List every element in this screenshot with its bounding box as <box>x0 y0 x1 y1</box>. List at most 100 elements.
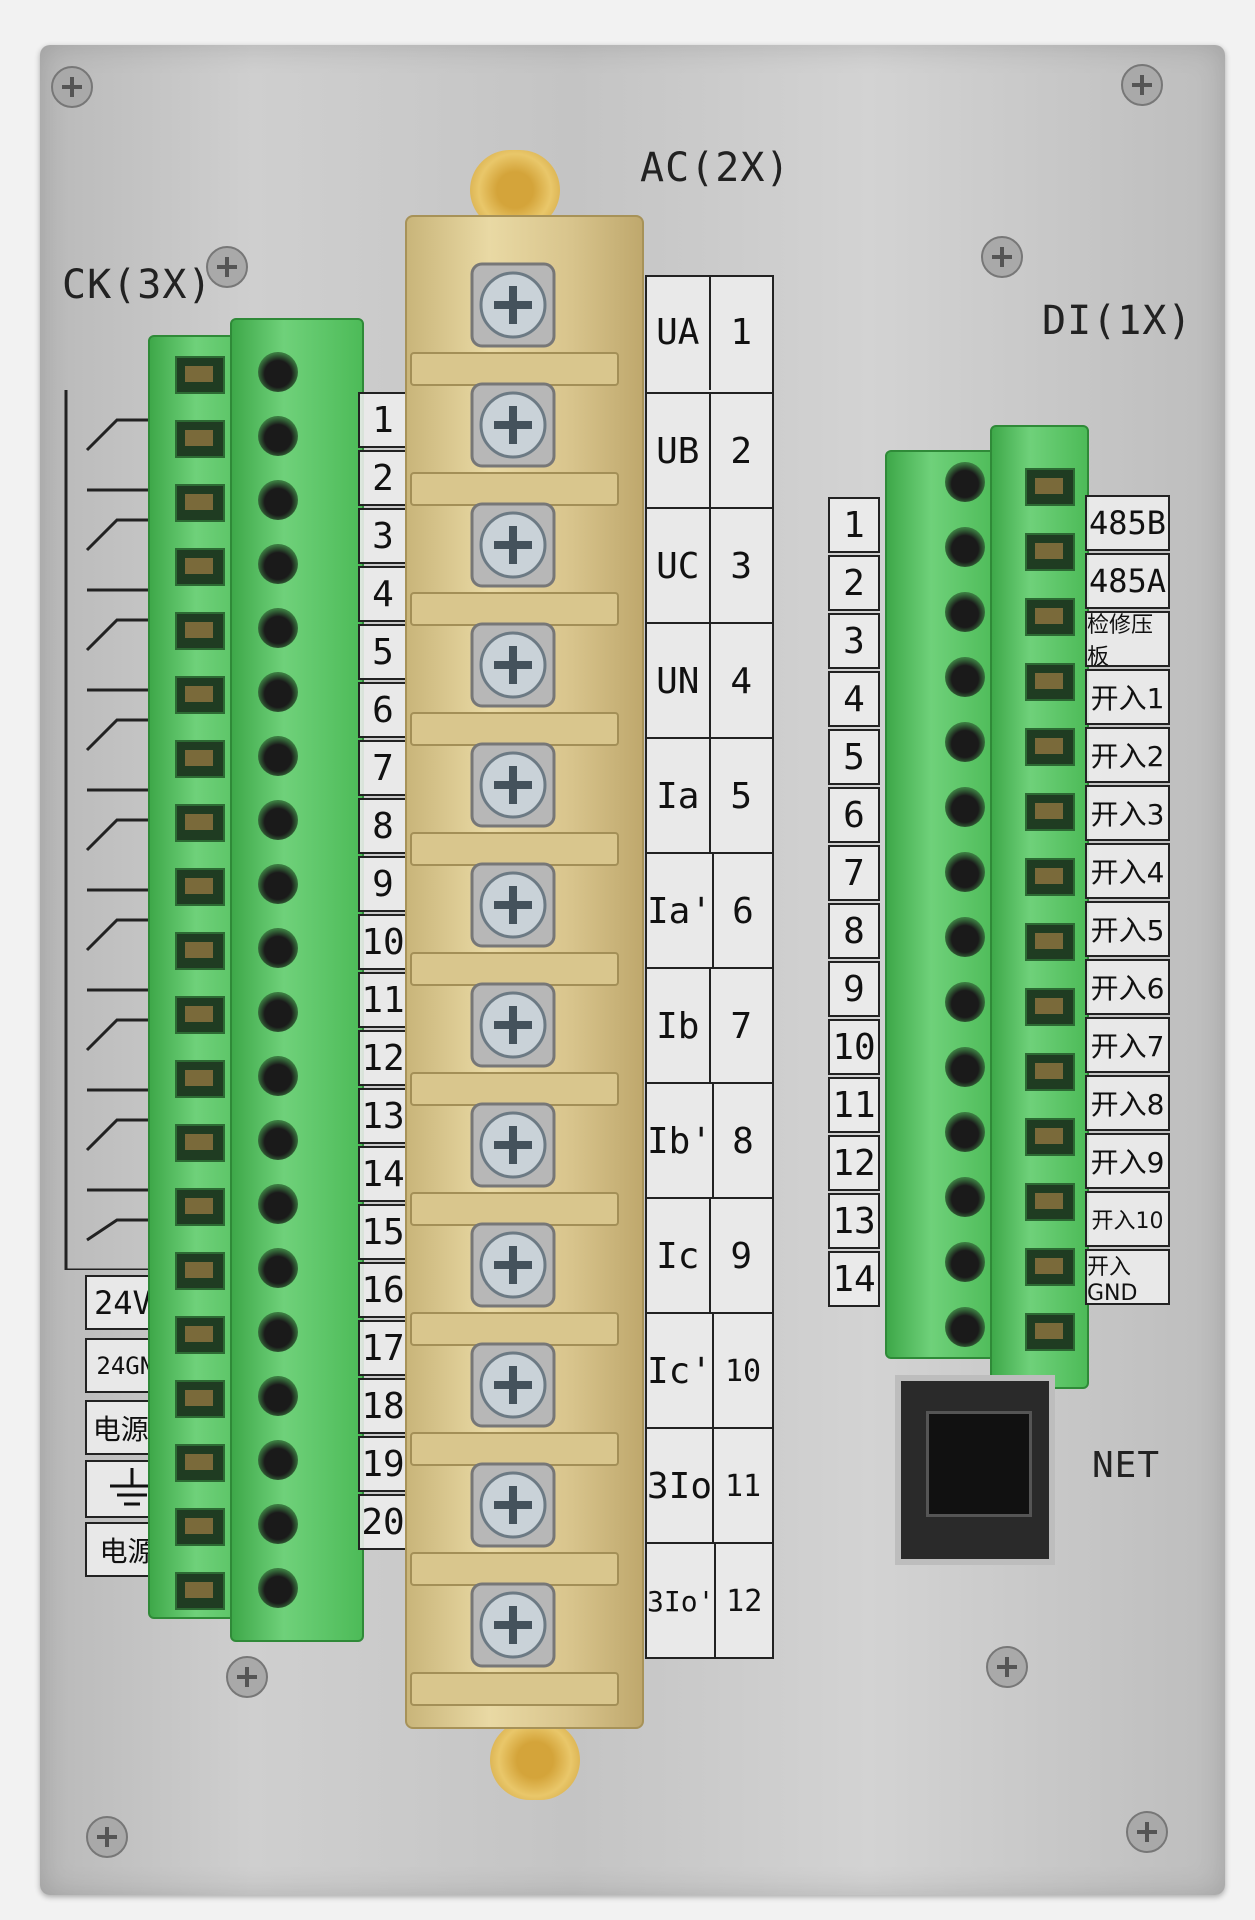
ac-terminal-screw-icon[interactable] <box>470 1102 556 1188</box>
ck-screw-hole[interactable] <box>258 608 298 648</box>
ck-screw-hole[interactable] <box>258 992 298 1032</box>
ck-screw-hole[interactable] <box>258 1184 298 1224</box>
ck-wire-slot[interactable] <box>175 1060 225 1098</box>
ck-wire-slot[interactable] <box>175 612 225 650</box>
ac-terminal-screw-icon[interactable] <box>470 982 556 1068</box>
ck-wire-slot[interactable] <box>175 804 225 842</box>
ck-terminal-number: 14 <box>358 1146 408 1202</box>
rj45-socket <box>926 1411 1032 1517</box>
ck-wire-slot[interactable] <box>175 740 225 778</box>
di-screw-hole[interactable] <box>945 722 985 762</box>
di-wire-slot[interactable] <box>1025 1053 1075 1091</box>
ac-terminal-divider <box>410 1672 619 1706</box>
ac-terminal-screw-icon[interactable] <box>470 502 556 588</box>
di-wire-slot[interactable] <box>1025 1183 1075 1221</box>
di-wire-slot[interactable] <box>1025 728 1075 766</box>
ck-screw-hole[interactable] <box>258 1440 298 1480</box>
di-wire-slot[interactable] <box>1025 793 1075 831</box>
di-screw-hole[interactable] <box>945 787 985 827</box>
ck-screw-hole[interactable] <box>258 416 298 456</box>
ck-wire-slot[interactable] <box>175 420 225 458</box>
ac-terminal-screw-icon[interactable] <box>470 622 556 708</box>
di-screw-hole[interactable] <box>945 852 985 892</box>
ck-wire-slot[interactable] <box>175 932 225 970</box>
ck-screw-hole[interactable] <box>258 1248 298 1288</box>
ck-wire-slot[interactable] <box>175 868 225 906</box>
ck-terminal-number: 5 <box>358 624 408 680</box>
ck-wire-slot[interactable] <box>175 1508 225 1546</box>
ck-wire-slot[interactable] <box>175 1124 225 1162</box>
ck-wire-slot[interactable] <box>175 1316 225 1354</box>
ck-screw-hole[interactable] <box>258 1056 298 1096</box>
ck-screw-hole[interactable] <box>258 928 298 968</box>
di-terminal-number: 5 <box>828 729 880 785</box>
ck-screw-hole[interactable] <box>258 544 298 584</box>
ck-screw-hole[interactable] <box>258 736 298 776</box>
di-terminal-number: 8 <box>828 903 880 959</box>
ck-wire-slot[interactable] <box>175 484 225 522</box>
ac-label-row: 3Io'12 <box>647 1542 772 1659</box>
ck-wire-slot[interactable] <box>175 1252 225 1290</box>
di-screw-hole[interactable] <box>945 657 985 697</box>
di-screw-hole[interactable] <box>945 592 985 632</box>
panel-screw-icon <box>226 1656 268 1698</box>
ck-screw-hole[interactable] <box>258 800 298 840</box>
di-wire-slot[interactable] <box>1025 1118 1075 1156</box>
ac-terminal-screw-icon[interactable] <box>470 862 556 948</box>
ac-terminal-number: 2 <box>730 431 753 472</box>
di-screw-hole[interactable] <box>945 1177 985 1217</box>
net-rj45-port[interactable] <box>895 1375 1055 1565</box>
ck-screw-hole[interactable] <box>258 1312 298 1352</box>
ac-terminal-screw-icon[interactable] <box>470 1342 556 1428</box>
di-wire-slot[interactable] <box>1025 1313 1075 1351</box>
di-screw-hole[interactable] <box>945 917 985 957</box>
di-screw-hole[interactable] <box>945 982 985 1022</box>
di-screw-hole[interactable] <box>945 1307 985 1347</box>
di-terminal-number: 1 <box>828 497 880 553</box>
di-wire-slot[interactable] <box>1025 923 1075 961</box>
ac-terminal-screw-icon[interactable] <box>470 1222 556 1308</box>
ck-terminal-number: 10 <box>358 914 408 970</box>
di-terminal-number: 9 <box>828 961 880 1017</box>
di-screw-hole[interactable] <box>945 527 985 567</box>
net-header: NET <box>1092 1445 1161 1486</box>
di-wire-slot[interactable] <box>1025 858 1075 896</box>
ck-wire-slot[interactable] <box>175 996 225 1034</box>
ck-wire-slot[interactable] <box>175 676 225 714</box>
panel-screw-icon <box>981 236 1023 278</box>
di-screw-hole[interactable] <box>945 1047 985 1087</box>
di-wire-slot[interactable] <box>1025 468 1075 506</box>
di-wire-slot[interactable] <box>1025 663 1075 701</box>
di-terminal-number: 12 <box>828 1135 880 1191</box>
ck-screw-hole[interactable] <box>258 352 298 392</box>
ck-screw-hole[interactable] <box>258 1376 298 1416</box>
di-wire-slot[interactable] <box>1025 988 1075 1026</box>
di-wire-slot[interactable] <box>1025 1248 1075 1286</box>
di-screw-hole[interactable] <box>945 462 985 502</box>
ac-terminal-screw-icon[interactable] <box>470 1582 556 1668</box>
ck-screw-hole[interactable] <box>258 1504 298 1544</box>
ac-channel-label: Ib <box>647 969 711 1084</box>
ck-screw-hole[interactable] <box>258 480 298 520</box>
ck-wire-slot[interactable] <box>175 548 225 586</box>
di-wire-slot[interactable] <box>1025 533 1075 571</box>
ck-screw-hole[interactable] <box>258 1120 298 1160</box>
ac-mount-ear-bottom <box>490 1720 580 1800</box>
ck-wire-slot[interactable] <box>175 356 225 394</box>
ck-wire-slot[interactable] <box>175 1188 225 1226</box>
di-screw-hole[interactable] <box>945 1242 985 1282</box>
ck-wire-slot[interactable] <box>175 1572 225 1610</box>
di-screw-hole[interactable] <box>945 1112 985 1152</box>
ac-terminal-screw-icon[interactable] <box>470 262 556 348</box>
ck-screw-hole[interactable] <box>258 672 298 712</box>
ck-wire-slot[interactable] <box>175 1444 225 1482</box>
ac-terminal-screw-icon[interactable] <box>470 382 556 468</box>
ck-wire-slot[interactable] <box>175 1380 225 1418</box>
ac-terminal-screw-icon[interactable] <box>470 742 556 828</box>
di-wire-slot[interactable] <box>1025 598 1075 636</box>
ck-screw-hole[interactable] <box>258 1568 298 1608</box>
ck-screw-hole[interactable] <box>258 864 298 904</box>
ac-terminal-screw-icon[interactable] <box>470 1462 556 1548</box>
